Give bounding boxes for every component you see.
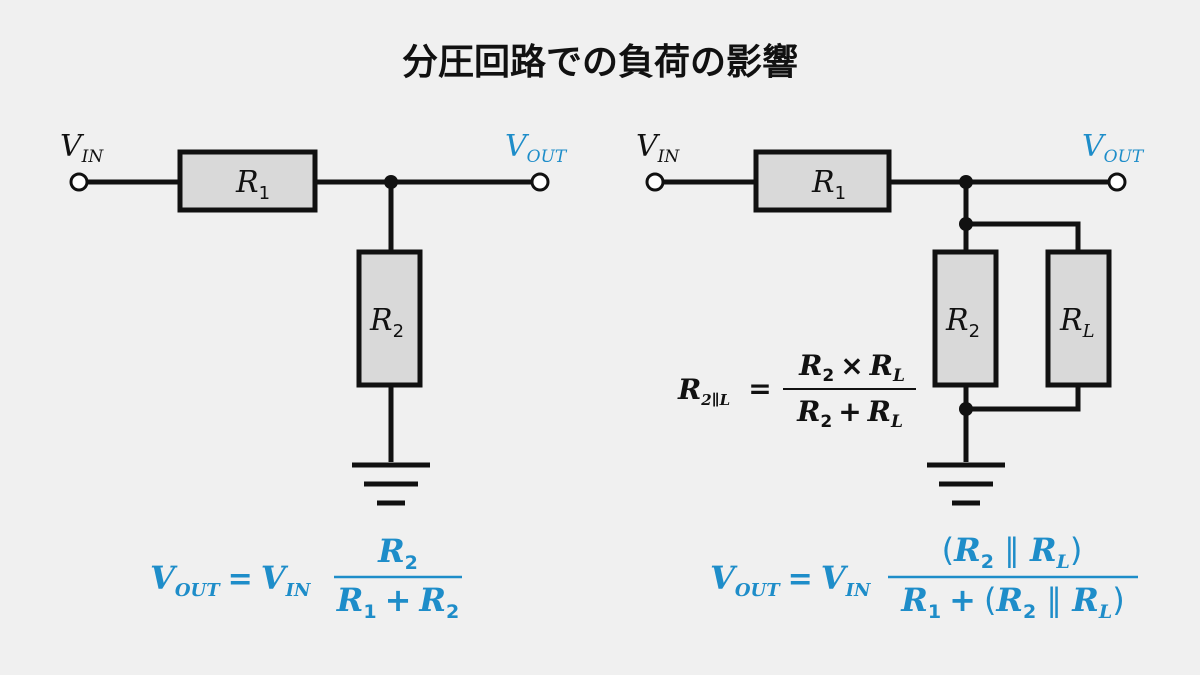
resistor-r1-left — [177, 149, 318, 213]
formula-left-lhs: VOUT=VIN — [150, 559, 312, 601]
terminal-vout-left — [530, 172, 550, 192]
resistor-r2-left — [356, 249, 423, 388]
parallel-equals: = — [748, 372, 771, 405]
wire-rl-top — [966, 221, 1081, 252]
label-r1-left: R1 — [235, 165, 270, 204]
label-vout-left: VOUT — [505, 129, 568, 167]
label-rl-right: RL — [1059, 303, 1095, 342]
label-r2-right: R2 — [945, 303, 980, 342]
ground-symbol-right — [927, 462, 1005, 506]
formula-left: VOUT=VIN R2 R1+R2 — [150, 532, 462, 623]
resistor-rl-right — [1045, 249, 1112, 388]
formula-right: VOUT=VIN (R2∥RL) R1+(R2∥RL) — [710, 531, 1138, 623]
page-title: 分圧回路での負荷の影響 — [402, 41, 798, 83]
terminal-vin-left — [69, 172, 89, 192]
parallel-numerator: R2×RL — [798, 349, 905, 386]
junction-dot-right-top — [959, 175, 973, 189]
formula-left-denominator: R1+R2 — [336, 581, 459, 623]
parallel-lhs: R2∥L — [677, 373, 730, 409]
formula-left-numerator: R2 — [377, 532, 418, 574]
formula-right-denominator: R1+(R2∥RL) — [900, 581, 1124, 623]
label-vout-right: VOUT — [1082, 129, 1145, 167]
junction-dot-right-upper — [959, 217, 973, 231]
label-r1-right: R1 — [811, 165, 846, 204]
label-vin-left: VIN — [60, 129, 104, 167]
ground-symbol-left — [352, 462, 430, 506]
right-circuit: VIN VOUT R1 R2 RL — [636, 129, 1145, 506]
formula-right-numerator: (R2∥RL) — [942, 531, 1083, 573]
parallel-equation: R2∥L = R2×RL R2+RL — [677, 349, 916, 432]
wire-rl-bottom — [966, 385, 1081, 412]
left-circuit: VIN VOUT R1 R2 — [60, 129, 568, 506]
junction-dot-right-lower — [959, 402, 973, 416]
label-vin-right: VIN — [636, 129, 680, 167]
resistor-r2-right — [932, 249, 999, 388]
formula-right-lhs: VOUT=VIN — [710, 559, 872, 601]
resistor-r1-right — [753, 149, 892, 213]
terminal-vout-right — [1107, 172, 1127, 192]
junction-dot-left — [384, 175, 398, 189]
terminal-vin-right — [645, 172, 665, 192]
parallel-denominator: R2+RL — [796, 395, 903, 432]
label-r2-left: R2 — [369, 303, 404, 342]
